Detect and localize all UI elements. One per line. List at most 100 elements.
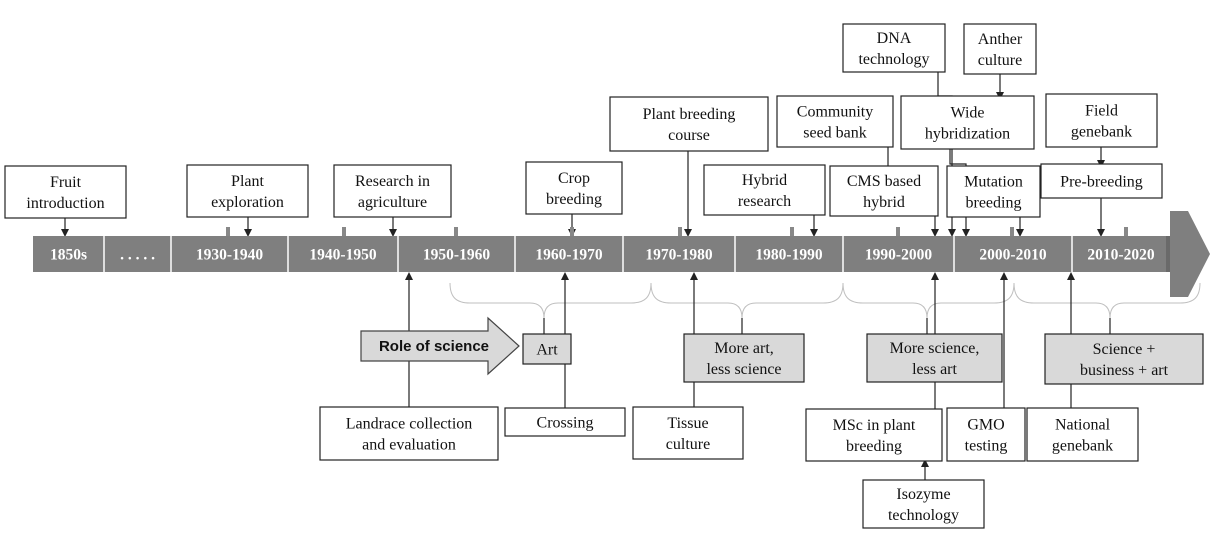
crossing-box-text: Crossing xyxy=(537,415,594,432)
tissue-culture-box-text: culture xyxy=(666,436,710,453)
stage-art-box-frame xyxy=(522,333,572,365)
period-label: . . . . . xyxy=(120,247,155,264)
brace-more-science xyxy=(842,282,1015,319)
stage-art-box-text: Art xyxy=(536,342,558,359)
national-genebank-box-frame xyxy=(1026,407,1139,462)
community-seed-bank-box-frame xyxy=(776,95,894,148)
stage-more-art-box-text: less science xyxy=(706,361,781,378)
plant-exploration-box-text: Plant xyxy=(231,173,264,190)
period-tick xyxy=(1124,227,1128,236)
period-tick xyxy=(896,227,900,236)
period-tick xyxy=(790,227,794,236)
hybrid-research-box-text: Hybrid xyxy=(742,172,787,189)
brace-more-art xyxy=(650,282,844,319)
period-tick xyxy=(342,227,346,236)
fruit-introduction-box-frame xyxy=(4,165,127,219)
crop-breeding-box-text: Crop xyxy=(558,170,590,187)
period-label: 1940-1950 xyxy=(309,247,376,264)
crop-breeding-box: Crop breeding xyxy=(525,161,623,215)
anther-culture-box-frame xyxy=(963,23,1037,75)
plant-breeding-course-box-text: course xyxy=(668,127,710,144)
mutation-breeding-box-text: Mutation xyxy=(964,174,1023,191)
fruit-introduction-box-text: introduction xyxy=(26,195,104,212)
anther-culture-box: Anther culture xyxy=(963,23,1037,75)
period-label: 2000-2010 xyxy=(979,247,1046,264)
cms-hybrid-box-text: CMS based xyxy=(847,173,921,190)
stage-more-science-box-frame xyxy=(866,333,1003,383)
gmo-testing-box-text: GMO xyxy=(967,417,1004,434)
period-label: 1960-1970 xyxy=(535,247,602,264)
timeline-bar xyxy=(33,236,1173,272)
isozyme-box-text: Isozyme xyxy=(896,486,950,503)
tissue-culture-box-text: Tissue xyxy=(667,415,708,432)
fruit-introduction-box: Fruit introduction xyxy=(4,165,127,219)
national-genebank-box-text: genebank xyxy=(1052,438,1113,455)
period-tick xyxy=(570,227,574,236)
fruit-introduction-box-text: Fruit xyxy=(50,174,82,191)
stage-science-business-box-frame xyxy=(1044,333,1204,385)
plant-exploration-box-frame xyxy=(186,164,309,218)
hybrid-research-box-text: research xyxy=(738,193,791,210)
period-tick xyxy=(1010,227,1014,236)
crop-breeding-box-frame xyxy=(525,161,623,215)
isozyme-box-text: technology xyxy=(888,507,959,524)
hybrid-research-box: Hybrid research xyxy=(703,164,826,216)
role-of-science-arrow: Role of science xyxy=(360,316,520,376)
period-tick xyxy=(454,227,458,236)
research-agriculture-box-text: agriculture xyxy=(358,194,427,211)
msc-box-text: breeding xyxy=(846,438,902,455)
research-agriculture-box: Research in agriculture xyxy=(333,164,452,218)
msc-box-text: MSc in plant xyxy=(833,417,916,434)
stage-more-science-box-text: less art xyxy=(912,361,957,378)
period-label: 1970-1980 xyxy=(645,247,712,264)
field-genebank-box-text: genebank xyxy=(1071,124,1132,141)
research-agriculture-box-text: Research in xyxy=(355,173,430,190)
stage-more-science-box: More science, less art xyxy=(866,333,1003,383)
dna-technology-box-frame xyxy=(842,23,946,73)
role-of-science-label: Role of science xyxy=(379,338,489,355)
wide-hybridization-box: Wide hybridization xyxy=(900,95,1035,150)
anther-culture-box-text: culture xyxy=(978,52,1022,69)
timeline-arrowhead xyxy=(1170,211,1210,297)
period-label: 2010-2020 xyxy=(1087,247,1154,264)
stage-science-business-box: Science + business + art xyxy=(1044,333,1204,385)
cms-hybrid-box-text: hybrid xyxy=(863,194,905,211)
crop-breeding-box-text: breeding xyxy=(546,191,602,208)
dna-technology-box-text: DNA xyxy=(877,30,912,47)
period-tick xyxy=(678,227,682,236)
gmo-testing-box-frame xyxy=(946,407,1026,462)
stage-more-art-box-frame xyxy=(683,333,805,383)
wide-hybridization-box-text: hybridization xyxy=(925,126,1010,143)
wide-hybridization-box-text: Wide xyxy=(950,105,984,122)
pre-breeding-box-text: Pre-breeding xyxy=(1060,174,1143,191)
stage-art-box: Art xyxy=(522,333,572,365)
arrow-joint xyxy=(1166,236,1170,272)
stage-more-science-box-text: More science, xyxy=(890,340,980,357)
crossing-box: Crossing xyxy=(504,407,626,437)
msc-box-frame xyxy=(805,408,943,462)
period-tick xyxy=(226,227,230,236)
anther-culture-box-text: Anther xyxy=(978,31,1023,48)
pre-breeding-box: Pre-breeding xyxy=(1040,163,1163,199)
period-label: 1930-1940 xyxy=(196,247,263,264)
brace-art xyxy=(449,282,652,319)
stage-braces xyxy=(449,282,1201,319)
national-genebank-box-text: National xyxy=(1055,417,1111,434)
mutation-breeding-box-frame xyxy=(946,165,1041,218)
research-agriculture-box-frame xyxy=(333,164,452,218)
pre-breeding-box-frame xyxy=(1040,163,1163,199)
stage-science-business-box-text: business + art xyxy=(1080,362,1169,379)
community-seed-bank-box-text: Community xyxy=(797,104,873,121)
stage-science-business-box-text: Science + xyxy=(1093,341,1156,358)
